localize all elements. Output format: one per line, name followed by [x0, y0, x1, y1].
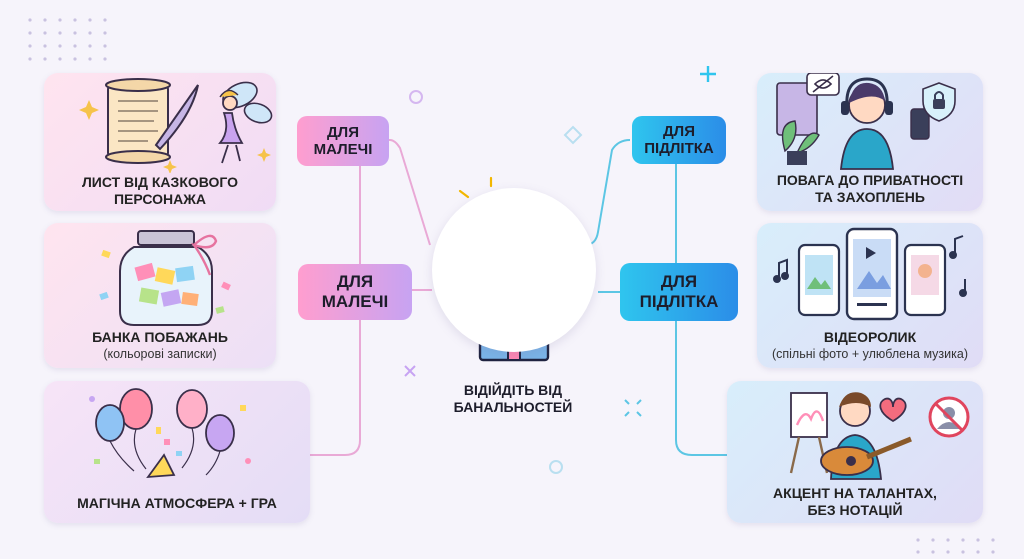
branch-label-line1: ДЛЯ: [663, 123, 695, 140]
diamond-decoration: [563, 125, 583, 145]
ring-decoration: [549, 460, 563, 474]
card-subtitle: (спільні фото + улюблена музика): [771, 347, 969, 361]
branch-label-line1: ДЛЯ: [660, 272, 698, 291]
x-decoration: [404, 365, 416, 377]
card-title-line1: АКЦЕНТ НА ТАЛАНТАХ,: [773, 485, 937, 501]
card-wish-jar: БАНКА ПОБАЖАНЬ (кольорові записки): [44, 223, 276, 368]
branch-label-line2: МАЛЕЧІ: [313, 141, 373, 158]
card-fairy-letter: ЛИСТ ВІД КАЗКОВОГО ПЕРСОНАЖА: [44, 73, 276, 211]
card-title: ВІДЕОРОЛИК: [823, 329, 917, 345]
teen-guitar-no-lecture-icon: [789, 392, 970, 480]
card-title: МАГІЧНА АТМОСФЕРА + ГРА: [77, 495, 277, 511]
card-title-line1: ЛИСТ ВІД КАЗКОВОГО: [81, 174, 239, 190]
branch-label-left-top: ДЛЯ МАЛЕЧІ: [297, 116, 389, 166]
branch-label-line2: ПІДЛІТКА: [639, 292, 719, 311]
plus-decoration: [700, 66, 716, 82]
branch-label-line2: ПІДЛІТКА: [644, 140, 714, 157]
card-title-line1: ПОВАГА ДО ПРИВАТНОСТІ: [776, 172, 964, 188]
dot-grid-top-left: [28, 18, 107, 61]
card-title-line2: ПЕРСОНАЖА: [113, 191, 207, 207]
spark-decoration: [624, 399, 642, 417]
card-subtitle: (кольорові записки): [103, 347, 217, 361]
balloons-confetti-icon: [89, 388, 251, 479]
card-title-line2: БЕЗ НОТАЦІЙ: [807, 502, 903, 518]
card-title-line2: ТА ЗАХОПЛЕНЬ: [815, 189, 925, 205]
branch-label-line1: ДЛЯ: [336, 272, 374, 291]
center-title: ВІДІЙДІТЬ ВІД БАНАЛЬНОСТЕЙ: [430, 382, 596, 416]
center-title-line1: ВІДІЙДІТЬ ВІД: [463, 382, 563, 398]
scroll-quill-fairy-icon: [79, 78, 273, 173]
wish-jar-icon: [99, 230, 231, 326]
branch-label-left-main: ДЛЯ МАЛЕЧІ: [298, 264, 412, 320]
branch-label-right-top: ДЛЯ ПІДЛІТКА: [632, 116, 726, 164]
teen-headphones-privacy-icon: [776, 73, 956, 170]
branch-label-right-main: ДЛЯ ПІДЛІТКА: [620, 263, 738, 321]
phones-video-music-icon: [773, 227, 967, 321]
card-talents: АКЦЕНТ НА ТАЛАНТАХ, БЕЗ НОТАЦІЙ: [727, 381, 983, 523]
card-privacy: ПОВАГА ДО ПРИВАТНОСТІ ТА ЗАХОПЛЕНЬ: [757, 73, 983, 211]
branch-label-line1: ДЛЯ: [327, 124, 359, 141]
center-title-line2: БАНАЛЬНОСТЕЙ: [453, 399, 573, 415]
card-video: ВІДЕОРОЛИК (спільні фото + улюблена музи…: [757, 223, 983, 368]
card-magic-atmosphere: МАГІЧНА АТМОСФЕРА + ГРА: [44, 381, 310, 523]
center-circle: [432, 188, 596, 352]
branch-label-line2: МАЛЕЧІ: [321, 292, 389, 311]
ring-decoration: [409, 90, 423, 104]
card-title: БАНКА ПОБАЖАНЬ: [92, 329, 228, 345]
dot-grid-bottom-right: [916, 538, 995, 554]
